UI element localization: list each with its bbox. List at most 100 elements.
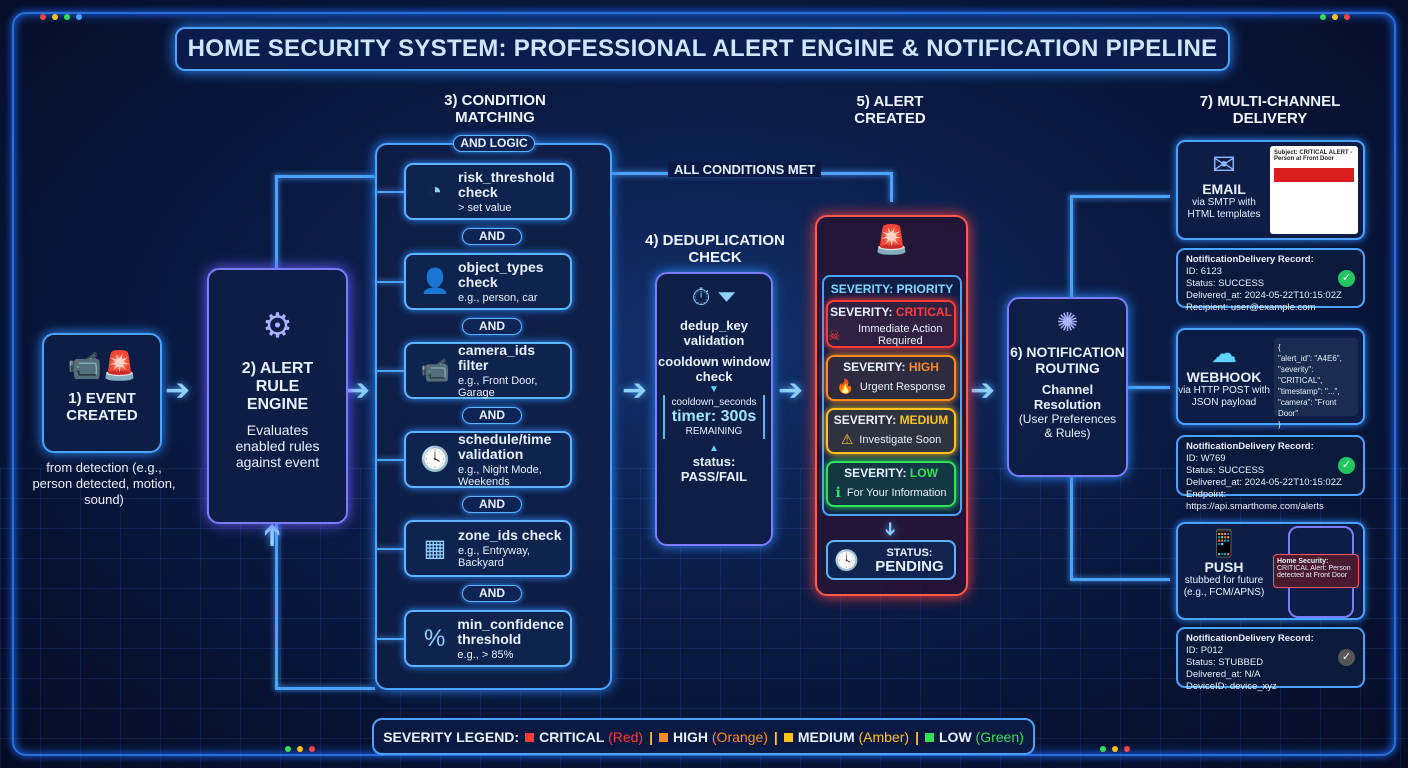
- event-created-box: 📹🚨 1) EVENT CREATED: [42, 333, 162, 453]
- notif-title: Home Security:: [1277, 558, 1329, 565]
- connector: [375, 281, 404, 283]
- and-logic-badge: AND LOGIC: [453, 135, 535, 152]
- json-line: "timestamp": "...",: [1278, 387, 1340, 396]
- siren-icon: 🚨: [874, 224, 909, 255]
- person-car-icon: 👤: [420, 268, 450, 295]
- and-badge: AND: [462, 228, 522, 245]
- page-title: HOME SECURITY SYSTEM: PROFESSIONAL ALERT…: [175, 27, 1230, 71]
- channel-resolution: Channel Resolution: [1033, 382, 1102, 412]
- severity-prefix: SEVERITY:: [844, 466, 907, 480]
- arrow-right-icon: ➔: [165, 374, 191, 407]
- webhook-desc: via HTTP POST with JSON payload: [1178, 385, 1270, 408]
- record-line: DeviceID: device_xyz: [1186, 681, 1277, 692]
- dedup-key-validation: dedup_key validation: [680, 318, 748, 348]
- clock-icon: 🕓: [834, 549, 859, 572]
- notif-body: CRITICAL Alert: Person detected at Front…: [1277, 565, 1351, 579]
- legend-swatch: [925, 732, 934, 742]
- condition-card: ◔ risk_threshold check > set value: [404, 163, 572, 220]
- severity-prefix: SEVERITY:: [830, 305, 893, 319]
- connector: [375, 638, 404, 640]
- connector: [1070, 195, 1073, 298]
- condition-title: min_confidence threshold: [457, 615, 564, 647]
- connector: [275, 524, 278, 689]
- record-line: Endpoint: https://api.smarthome.com/aler…: [1186, 489, 1324, 512]
- severity-card-medium: SEVERITY: MEDIUM ⚠Investigate Soon: [826, 408, 956, 454]
- condition-title: risk_threshold check: [458, 168, 555, 200]
- legend-separator: |: [915, 728, 919, 745]
- cooldown-window-check: cooldown window check: [658, 354, 770, 384]
- clock-calendar-icon: 🕓: [420, 446, 450, 473]
- cooldown-seconds-label: cooldown_seconds: [671, 397, 757, 408]
- severity-desc: For Your Information: [846, 486, 947, 499]
- json-line: {: [1278, 343, 1281, 352]
- status-label: STATUS:: [886, 547, 933, 559]
- rule-engine-label: 2) ALERT RULE ENGINE: [241, 360, 314, 413]
- legend-swatch: [659, 732, 668, 742]
- connector: [1070, 578, 1170, 581]
- json-line: "severity": "CRITICAL",: [1278, 365, 1323, 385]
- record-header: NotificationDelivery Record:: [1186, 633, 1314, 644]
- connector: [275, 175, 278, 270]
- email-channel-card: ✉ EMAIL via SMTP with HTML templates Sub…: [1176, 140, 1365, 240]
- legend-separator: |: [773, 728, 778, 745]
- legend-item: CRITICAL (Red): [525, 729, 643, 745]
- legend-swatch: [525, 732, 535, 742]
- routing-label: 6) NOTIFICATION ROUTING: [1010, 344, 1125, 376]
- status-leds: [285, 746, 315, 752]
- arrow-up-icon: ➔: [255, 522, 289, 548]
- arrow-right-icon: ➔: [778, 374, 804, 407]
- severity-prefix: SEVERITY:: [833, 413, 897, 427]
- rule-engine-box: ⚙ 2) ALERT RULE ENGINE Evaluates enabled…: [207, 268, 348, 524]
- severity-card-high: SEVERITY: HIGH 🔥Urgent Response: [826, 355, 956, 401]
- status-value: PENDING: [875, 558, 944, 575]
- camera-siren-icon: 📹🚨: [67, 350, 137, 381]
- brain-gear-icon: ⚙: [262, 307, 293, 345]
- record-line: Recipient: user@example.com: [1186, 302, 1316, 313]
- status-leds: [40, 14, 82, 20]
- connector: [890, 172, 893, 202]
- condition-detail: e.g., > 85%: [457, 648, 514, 661]
- record-header: NotificationDelivery Record:: [1186, 254, 1314, 265]
- legend-label: SEVERITY LEGEND:: [383, 728, 520, 745]
- delivery-header: 7) MULTI-CHANNEL DELIVERY: [1199, 93, 1341, 127]
- connector: [375, 459, 404, 461]
- json-line: "camera": "Front Door": [1278, 398, 1337, 418]
- and-badge: AND: [462, 585, 522, 602]
- network-hub-icon: ✺: [1056, 307, 1079, 337]
- legend-item: HIGH (Orange): [659, 729, 768, 745]
- dedup-box: ⏱ ⏷ dedup_key validation cooldown window…: [655, 272, 773, 546]
- condition-card: 🕓 schedule/time validation e.g., Night M…: [404, 431, 572, 488]
- condition-card: 📹 camera_ids filter e.g., Front Door, Ga…: [404, 342, 572, 399]
- event-created-label: 1) EVENT CREATED: [66, 390, 138, 424]
- legend-color-name: (Amber): [858, 728, 910, 745]
- condition-card: ▦ zone_ids check e.g., Entryway, Backyar…: [404, 520, 572, 577]
- push-desc: stubbed for future (e.g., FCM/APNS): [1183, 575, 1265, 598]
- alert-created-header: 5) ALERT CREATED: [854, 93, 926, 127]
- camera-icon: 📹: [420, 357, 450, 384]
- condition-title: schedule/time validation: [458, 430, 552, 462]
- record-line: Delivered_at: N/A: [1186, 669, 1261, 680]
- arrow-right-icon: ➔: [622, 374, 648, 407]
- floorplan-icon: ▦: [423, 535, 447, 562]
- arrow-down-icon: ➔: [880, 521, 901, 537]
- info-icon: ℹ: [835, 484, 841, 500]
- webhook-delivery-record: NotificationDelivery Record: ID: W769 St…: [1176, 435, 1365, 512]
- webhook-title: WEBHOOK: [1186, 369, 1262, 385]
- status-pending-box: 🕓 STATUS:PENDING: [826, 540, 956, 580]
- severity-prefix: SEVERITY:: [843, 360, 906, 374]
- record-line: Status: SUCCESS: [1186, 465, 1265, 476]
- connector: [375, 548, 404, 550]
- notification-routing-box: ✺ 6) NOTIFICATION ROUTING Channel Resolu…: [1007, 297, 1128, 477]
- connector: [375, 191, 404, 193]
- legend-name: CRITICAL: [539, 728, 605, 745]
- condition-card: % min_confidence threshold e.g., > 85%: [404, 610, 572, 667]
- success-check-icon: ✓: [1338, 270, 1355, 287]
- and-badge: AND: [462, 496, 522, 513]
- dedup-header: 4) DEDUPLICATION CHECK: [645, 232, 785, 266]
- gauge-icon: ◔: [427, 177, 443, 205]
- and-badge: AND: [462, 407, 522, 424]
- json-line: }: [1278, 420, 1281, 429]
- record-line: ID: 6123: [1186, 266, 1222, 277]
- status-leds: [1320, 14, 1350, 20]
- record-line: ID: P012: [1186, 645, 1223, 656]
